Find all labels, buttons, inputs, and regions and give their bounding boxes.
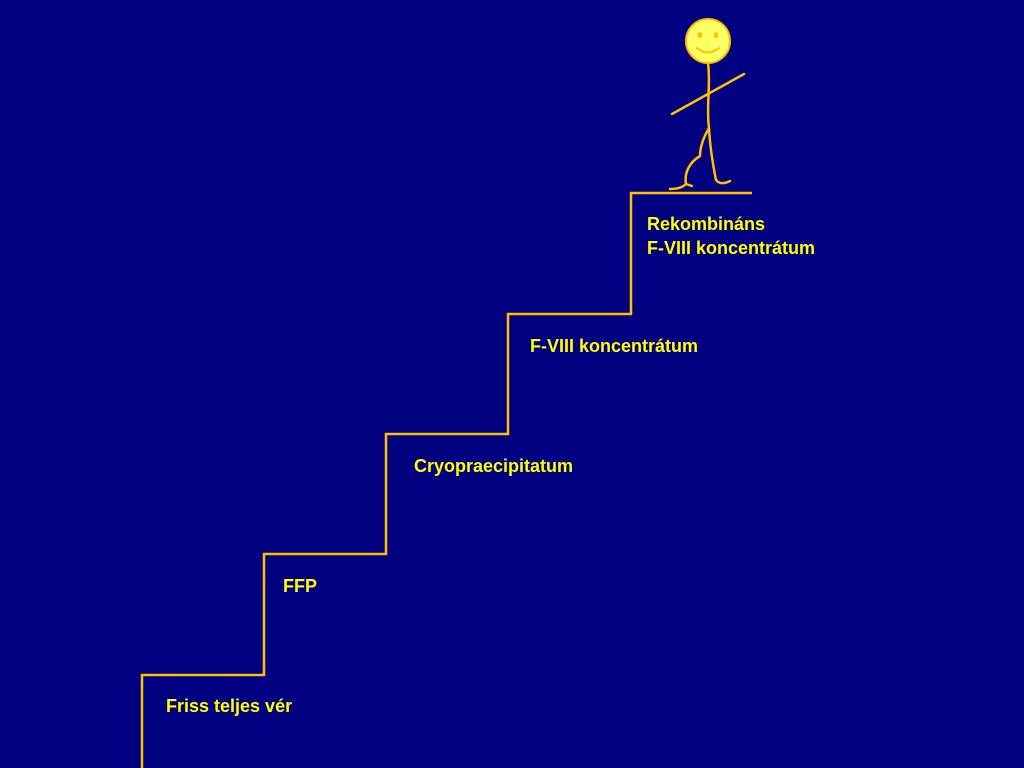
step-label-line: F-VIII koncentrátum <box>530 336 699 356</box>
step-label-line: Cryopraecipitatum <box>414 456 574 476</box>
staircase-line <box>140 191 752 768</box>
step-label-ffp: FFP <box>283 574 317 598</box>
step-label-rekombinans: Rekombináns F-VIII koncentrátum <box>647 212 815 260</box>
step-label-line: Rekombináns <box>647 214 766 234</box>
step-label-line: FFP <box>283 576 317 596</box>
smiley-face-icon <box>685 18 731 64</box>
step-label-friss-teljes-ver: Friss teljes vér <box>166 694 292 718</box>
step-label-line: Friss teljes vér <box>166 696 293 716</box>
smiley-stick-figure-icon <box>668 18 746 191</box>
step-label-line: F-VIII koncentrátum <box>647 238 816 258</box>
step-label-cryopraecipitatum: Cryopraecipitatum <box>414 454 573 478</box>
step-label-f-viii-koncentratum: F-VIII koncentrátum <box>530 334 698 358</box>
